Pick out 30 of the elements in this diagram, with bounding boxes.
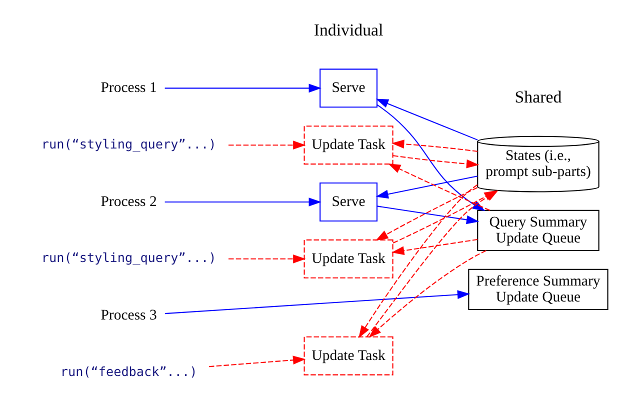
arrow	[393, 155, 480, 168]
label: Individual	[314, 20, 384, 40]
node-box: Update Task	[304, 336, 394, 376]
arrow	[376, 98, 478, 140]
arrow	[164, 198, 322, 206]
arrow	[377, 206, 480, 224]
node-box: Preference Summary Update Queue	[468, 268, 608, 310]
node-text: run(“styling_query”...)	[41, 250, 216, 266]
arrow	[376, 176, 478, 199]
label: Shared	[514, 88, 562, 107]
arrow	[358, 184, 478, 338]
node-text: Process 2	[100, 194, 157, 210]
arrow	[392, 140, 478, 152]
arrow	[228, 140, 306, 150]
arrow	[164, 84, 322, 93]
node-text: Process 3	[100, 308, 157, 324]
node-text: run(“feedback”...)	[60, 364, 198, 379]
node-box: Query Summary Update Queue	[477, 210, 600, 251]
node-box: Update Task	[304, 126, 394, 165]
arrow	[375, 187, 478, 241]
node-box: Update Task	[304, 239, 394, 278]
arrow	[392, 238, 478, 256]
node-text: run(“styling_query”...)	[41, 136, 216, 152]
arrow	[209, 356, 306, 368]
arrow	[368, 250, 486, 338]
node-text: Process 1	[100, 80, 157, 96]
arrow	[164, 290, 470, 314]
node-box: Serve	[320, 68, 378, 108]
node-box: Serve	[320, 182, 378, 222]
arrow	[228, 254, 306, 264]
